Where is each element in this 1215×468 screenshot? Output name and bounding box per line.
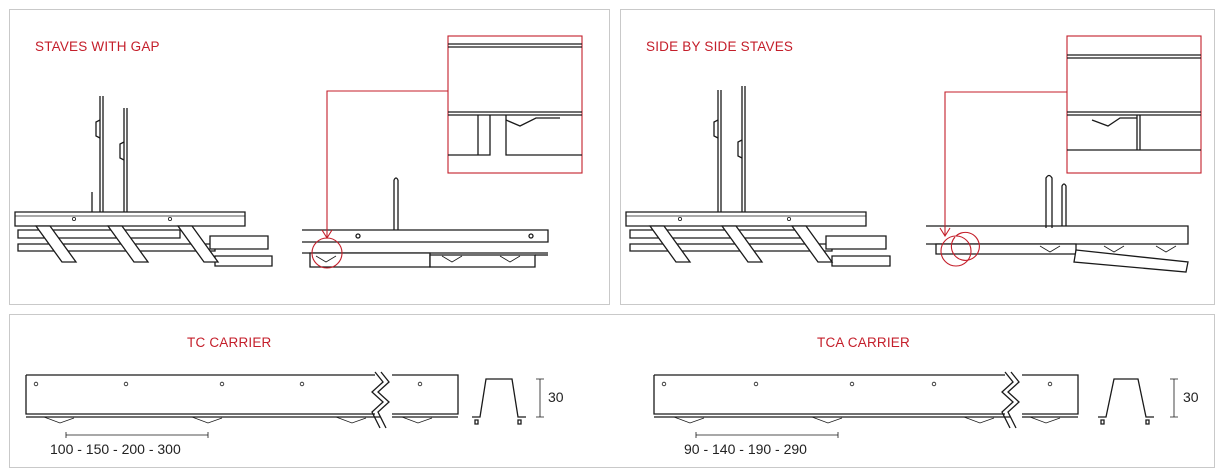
staves-with-gap-section: [302, 35, 583, 269]
tc-height-label: 30: [548, 389, 564, 405]
tca-spacing-label: 90 - 140 - 190 - 290: [684, 441, 807, 457]
tca-height-label: 30: [1183, 389, 1199, 405]
tca-carrier-title: TCA CARRIER: [817, 335, 910, 350]
tc-carrier-title: TC CARRIER: [187, 335, 272, 350]
tc-carrier-drawing: [25, 371, 544, 438]
side-by-side-staves-title: SIDE BY SIDE STAVES: [646, 39, 794, 54]
tc-spacing-label: 100 - 150 - 200 - 300: [50, 441, 181, 457]
staves-with-gap-title: STAVES WITH GAP: [35, 39, 160, 54]
side-by-side-isometric: [625, 86, 891, 267]
tca-carrier-drawing: [653, 371, 1178, 438]
side-by-side-section: [926, 35, 1202, 273]
staves-with-gap-isometric: [14, 96, 273, 267]
